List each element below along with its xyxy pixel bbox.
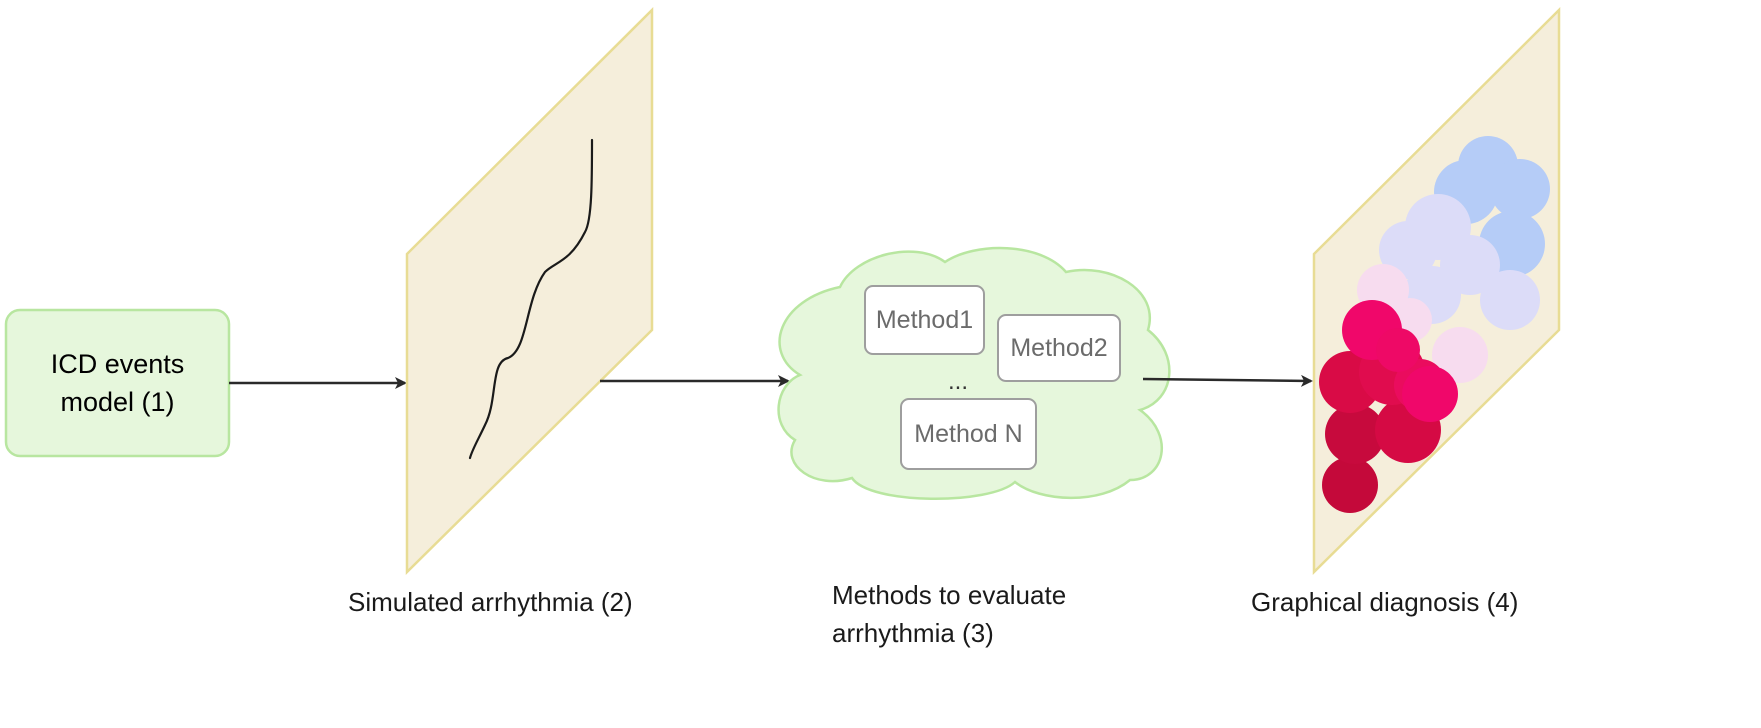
cluster-blob-magenta <box>1402 366 1458 422</box>
cluster-blob-dark-crimson <box>1322 457 1378 513</box>
simulated-arrhythmia-plane <box>405 6 654 575</box>
method-2-label: Method2 <box>1010 333 1108 362</box>
graphical-diagnosis-caption: Graphical diagnosis (4) <box>1251 587 1519 617</box>
lavender-cluster <box>1379 194 1540 330</box>
cluster-blob-magenta <box>1376 328 1420 372</box>
methods-ellipsis: ... <box>948 368 969 395</box>
light-pink-cluster <box>1357 264 1488 383</box>
method-box-2: Method2 <box>997 314 1121 382</box>
methods-caption-line2: arrhythmia (3) <box>832 618 994 648</box>
cluster-blob-dark-crimson <box>1325 404 1385 464</box>
method-box-1: Method1 <box>864 285 985 355</box>
methods-caption-line1: Methods to evaluate <box>832 580 1067 610</box>
cluster-blob-lavender <box>1480 270 1540 330</box>
cluster-blob-blue <box>1490 159 1550 219</box>
crimson-cluster <box>1319 300 1458 513</box>
arrow-methods-to-graphical <box>1142 374 1313 387</box>
arrhythmia-signal-curve <box>468 138 594 460</box>
icd-model-line1: ICD events <box>50 349 185 379</box>
icd-model-line2: model (1) <box>60 387 175 417</box>
cluster-blob-light-pink <box>1432 327 1488 383</box>
method-box-n: Method N <box>900 398 1037 470</box>
method-1-label: Method1 <box>875 305 974 334</box>
method-n-label: Method N <box>914 419 1023 448</box>
icd-model-label: ICD events model (1) <box>6 310 229 456</box>
simulated-arrhythmia-caption: Simulated arrhythmia (2) <box>348 587 633 617</box>
cluster-blob-lavender <box>1379 221 1437 279</box>
methods-caption: Methods to evaluate arrhythmia (3) <box>832 576 1066 652</box>
